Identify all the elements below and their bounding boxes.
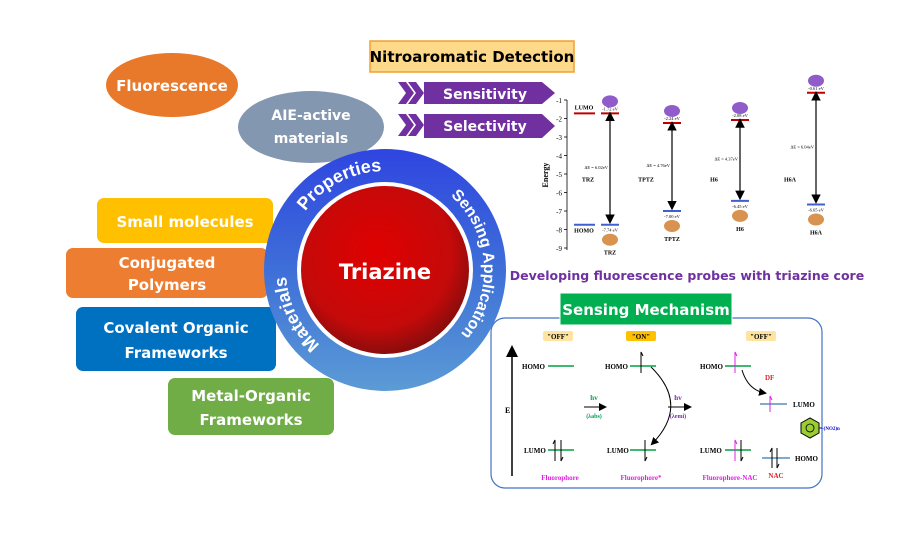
- lumo-orbital: [732, 101, 748, 114]
- material-label: Conjugated: [119, 254, 216, 272]
- y-tick-label: -8: [556, 227, 562, 235]
- sensitivity-arrow: [424, 82, 555, 104]
- material-label: Polymers: [128, 276, 206, 294]
- material-small-molecules: Small molecules: [97, 198, 273, 243]
- molecule-label: TRZ: [582, 177, 594, 183]
- lumo-orbital: [664, 104, 680, 117]
- e-label: E: [505, 406, 510, 415]
- homo-label: HOMO: [795, 455, 818, 463]
- legend-homo-label: HOMO: [574, 229, 594, 235]
- material-label: Frameworks: [124, 344, 227, 362]
- df-label: DF: [765, 374, 774, 382]
- energy-level-chart: Energy -1 -2 -3 -4 -5 -6 -7 -8 -9 LUMO HOMO -1.72 e…: [541, 74, 825, 257]
- material-conjugated-polymers: Conjugated Polymers: [66, 248, 268, 298]
- molecule-label: H6A: [784, 177, 797, 183]
- emi-label: (λemi): [670, 413, 686, 420]
- gap-label: ΔE = 4.76eV: [646, 163, 670, 168]
- material-label: Frameworks: [199, 411, 302, 429]
- nitroaromatic-detection: Nitroaromatic Detection Sensitivity Sele…: [369, 40, 575, 138]
- legend-lumo-label: LUMO: [575, 105, 594, 111]
- y-tick-label: -7: [556, 208, 562, 216]
- caption-fluorophore-nac: Fluorophore-NAC: [703, 474, 758, 482]
- molecule-label: H6: [710, 177, 718, 183]
- caption-fluorophore: Fluorophore: [541, 474, 578, 482]
- hv-label: hv: [674, 394, 682, 402]
- compound-name: H6A: [810, 231, 823, 237]
- compound-name: H6: [736, 227, 744, 233]
- material-mof: Metal-Organic Frameworks: [168, 378, 334, 435]
- gap-label: ΔE = 6.02eV: [584, 165, 608, 170]
- lumo-label: LUMO: [607, 447, 629, 455]
- chevron-icon: [398, 82, 424, 136]
- state-badge: [626, 331, 656, 341]
- homo-value: -6.65 eV: [808, 208, 824, 213]
- y-tick-label: -9: [556, 245, 562, 253]
- lumo-orbital: [602, 95, 618, 108]
- molecule-label: TPTZ: [638, 177, 654, 183]
- no2-label: -(NO2)n: [822, 427, 840, 432]
- material-label: Covalent Organic: [103, 319, 248, 337]
- aie-materials-bubble: AIE-active materials: [238, 91, 384, 163]
- abs-label: (λabs): [586, 413, 602, 420]
- homo-label: HOMO: [605, 363, 628, 371]
- state-label: "OFF": [750, 333, 772, 341]
- mechanism-title: Sensing Mechanism: [562, 301, 730, 319]
- gap-label: ΔE = 4.37eV: [714, 156, 738, 161]
- nitro-title: Nitroaromatic Detection: [370, 48, 575, 66]
- selectivity-arrow: [424, 114, 555, 138]
- center-circle: [301, 186, 469, 354]
- fluorescence-bubble: Fluorescence: [106, 53, 238, 117]
- material-label: Metal-Organic: [191, 387, 310, 405]
- lumo-value: -2.08 eV: [732, 113, 748, 118]
- homo-label: HOMO: [700, 363, 723, 371]
- lumo-value: -2.24 eV: [664, 116, 680, 121]
- fluorescence-label: Fluorescence: [116, 77, 228, 95]
- homo-orbital: [602, 233, 618, 246]
- homo-orbital: [664, 220, 680, 232]
- homo-label: HOMO: [522, 363, 545, 371]
- y-tick-label: -1: [556, 97, 562, 105]
- material-label: Small molecules: [116, 213, 253, 231]
- lumo-label: LUMO: [700, 447, 722, 455]
- energy-ylabel: Energy: [541, 163, 550, 188]
- sensitivity-label: Sensitivity: [443, 87, 527, 103]
- gap-label: ΔE = 6.04eV: [790, 145, 814, 150]
- caption-fluorophore-excited: Fluorophore*: [621, 474, 662, 482]
- homo-value: -7.00 eV: [664, 214, 680, 219]
- lumo-value: -1.72 eV: [602, 106, 618, 111]
- homo-value: -7.74 eV: [602, 228, 618, 233]
- y-tick-label: -4: [556, 153, 562, 161]
- aie-label-line2: materials: [274, 131, 349, 147]
- y-tick-label: -6: [556, 190, 562, 198]
- nitrobenzene-icon: [800, 417, 822, 439]
- compound-name: TPTZ: [664, 237, 680, 243]
- lumo-orbital: [808, 74, 824, 87]
- lumo-value: -0.61 eV: [808, 86, 824, 91]
- sensing-mechanism-panel: Sensing Mechanism "OFF" "ON" "OFF" E HOM…: [490, 292, 840, 489]
- lumo-label: LUMO: [793, 401, 815, 409]
- center-title: Triazine: [339, 260, 431, 284]
- aie-label-line1: AIE-active: [271, 108, 350, 124]
- compound-name: TRZ: [604, 251, 616, 257]
- y-tick-label: -5: [556, 171, 562, 179]
- selectivity-label: Selectivity: [443, 119, 526, 135]
- homo-orbital: [732, 209, 748, 222]
- hv-label: hv: [590, 394, 598, 402]
- lumo-label: LUMO: [524, 447, 546, 455]
- probes-caption: Developing fluorescence probes with tria…: [510, 268, 864, 283]
- state-badge: [543, 331, 573, 341]
- material-cof: Covalent Organic Frameworks: [76, 307, 276, 371]
- y-tick-label: -2: [556, 116, 562, 124]
- nac-label: NAC: [768, 472, 783, 480]
- triazine-core: Triazine Properties Sensing Application …: [264, 149, 506, 391]
- y-tick-label: -3: [556, 134, 562, 142]
- homo-value: -6.45 eV: [732, 204, 748, 209]
- state-label: "OFF": [547, 333, 569, 341]
- state-label: "ON": [632, 333, 650, 341]
- homo-orbital: [808, 213, 824, 226]
- state-badge: [746, 331, 776, 341]
